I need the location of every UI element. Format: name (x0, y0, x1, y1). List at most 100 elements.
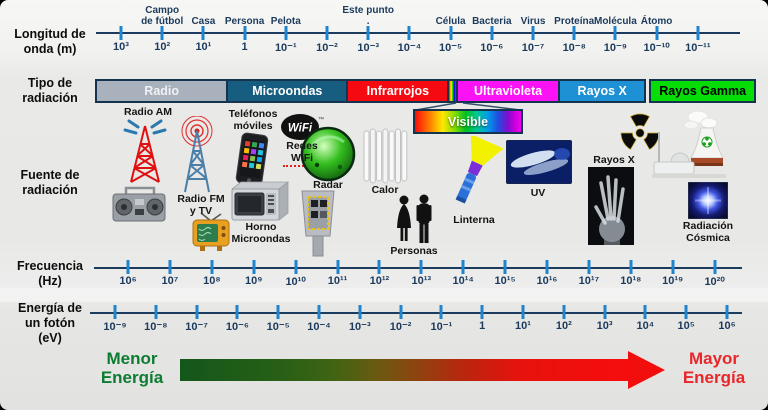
wavelength-tick-mark (655, 26, 659, 40)
wavelength-object-label: Persona (224, 15, 265, 27)
frequency-tick-label: 10¹⁰ (285, 276, 306, 288)
radar-screen-icon (300, 126, 356, 182)
energy-tick-mark (195, 305, 199, 319)
radiation-segment-radio: Radio (95, 79, 229, 103)
visible-label: Visible (447, 114, 489, 129)
energy-tick-label: 10⁻⁹ (103, 321, 127, 333)
energy-tick-label: 10⁻⁴ (307, 321, 331, 333)
frequency-tick-label: 10¹³ (411, 275, 432, 287)
source-row-label: Fuente de radiación (20, 168, 80, 197)
boombox-radio-icon (110, 184, 168, 224)
wavelength-tick-mark (366, 26, 370, 40)
frequency-scale-line (94, 267, 742, 269)
radioactive-symbol-icon (617, 111, 663, 153)
linterna-label: Linterna (453, 214, 495, 226)
frequency-tick-mark (377, 260, 381, 274)
energy-tick-label: 10⁻² (389, 321, 412, 333)
energy-tick-mark (317, 305, 321, 319)
uv-label: UV (530, 187, 546, 199)
spellcheck-underline (283, 161, 319, 167)
energy-tick-label: 10⁴ (636, 320, 655, 332)
wavelength-tick-mark (490, 26, 494, 40)
smartphone-icon (231, 132, 273, 186)
frequency-tick-mark (126, 260, 130, 274)
wavelength-object-label: Molécula (593, 15, 637, 27)
wavelength-tick-label: 1 (241, 41, 248, 53)
energy-tick-mark (358, 305, 362, 319)
wavelength-tick-mark (531, 26, 535, 40)
wavelength-tick-mark (696, 26, 700, 40)
radiacion-cosmica-label: Radiación Cósmica (682, 220, 734, 244)
energy-tick-mark (643, 305, 647, 319)
radiation-segment-infrarrojos: Infrarrojos (346, 79, 450, 103)
wifi-logo-icon: WiFi ™ (280, 113, 324, 141)
frequency-row-label: Frecuencia (Hz) (16, 259, 83, 288)
energy-tick-mark (154, 305, 158, 319)
energy-tick-label: 1 (479, 320, 486, 332)
radiator-heat-icon (362, 126, 408, 184)
frequency-tick-label: 10⁹ (244, 275, 263, 287)
frequency-tick-label: 10¹⁵ (494, 275, 516, 287)
wavelength-object-label: Virus (520, 15, 546, 27)
radio-fm-tv-antenna-icon (174, 116, 220, 194)
energy-tick-label: 10⁻⁷ (185, 321, 208, 333)
energy-tick-mark (480, 305, 484, 319)
wavelength-tick-mark (325, 26, 329, 40)
microwave-oven-icon (228, 180, 292, 222)
wavelength-object-label: Pelota (270, 15, 301, 27)
energy-tick-mark (276, 305, 280, 319)
frequency-tick-label: 10⁶ (119, 275, 137, 287)
wavelength-tick-label: 10⁻⁴ (397, 42, 422, 54)
tv-icon (190, 212, 232, 252)
energy-tick-label: 10² (555, 320, 572, 332)
radio-fm-tv-label: Radio FM y TV (177, 193, 225, 217)
radio-am-label: Radio AM (123, 106, 173, 118)
energy-gradient-arrow (180, 359, 629, 381)
radiation-segment-rayos-x: Rayos X (558, 79, 647, 103)
uv-lamp-icon (506, 140, 572, 184)
nuclear-plant-icon (650, 108, 728, 182)
frequency-tick-label: 10¹⁴ (452, 275, 474, 287)
radiation-segment-microondas: Microondas (226, 79, 349, 103)
wavelength-tick-mark (284, 26, 288, 40)
energy-tick-mark (562, 305, 566, 319)
wavelength-tick-mark (119, 26, 123, 40)
energy-tick-mark (684, 305, 688, 319)
svg-text:WiFi: WiFi (288, 123, 313, 135)
frequency-tick-mark (545, 260, 549, 274)
cosmic-radiation-icon (688, 182, 728, 219)
frequency-tick-label: 10¹⁷ (578, 275, 600, 287)
visible-spectrum-bar: Visible (413, 109, 523, 134)
wavelength-tick-mark (613, 26, 617, 40)
wavelength-scale-line (96, 32, 740, 34)
xray-hand-icon (588, 167, 634, 245)
energy-tick-label: 10⁻¹ (430, 321, 453, 333)
energy-tick-label: 10⁻⁵ (266, 321, 290, 333)
wavelength-tick-label: 10⁻⁷ (521, 42, 545, 54)
radio-am-tower-icon (122, 118, 168, 184)
wavelength-object-label: Célula (435, 15, 466, 27)
frequency-tick-label: 10¹⁹ (662, 275, 684, 287)
wavelength-object-label: Átomo (640, 15, 673, 27)
menor-energia-label: Menor Energía (100, 349, 164, 388)
wavelength-tick-label: 10⁻³ (357, 42, 380, 54)
wavelength-object-label: Bacteria (472, 15, 512, 27)
wavelength-tick-label: 10⁻¹ (274, 42, 297, 54)
svg-text:™: ™ (318, 116, 324, 123)
energy-tick-mark (399, 305, 403, 319)
people-silhouettes-icon (392, 194, 436, 246)
wavelength-tick-label: 10⁻¹⁰ (643, 42, 670, 54)
wavelength-tick-mark (407, 26, 411, 40)
energy-scale-line (90, 312, 742, 314)
frequency-tick-mark (461, 260, 465, 274)
energy-tick-mark (235, 305, 239, 319)
radiation-segment-rayos-gamma: Rayos Gamma (649, 79, 756, 103)
frequency-tick-label: 10⁸ (203, 275, 221, 287)
horno-microondas-label: Horno Microondas (231, 221, 291, 245)
wavelength-object-label: Campo de fútbol (141, 4, 184, 27)
wavelength-tick-label: 10⁻⁵ (438, 42, 463, 54)
wavelength-tick-mark (160, 26, 164, 40)
wavelength-tick-mark (243, 26, 247, 40)
radiation-type-row-label: Tipo de radiación (22, 76, 78, 105)
